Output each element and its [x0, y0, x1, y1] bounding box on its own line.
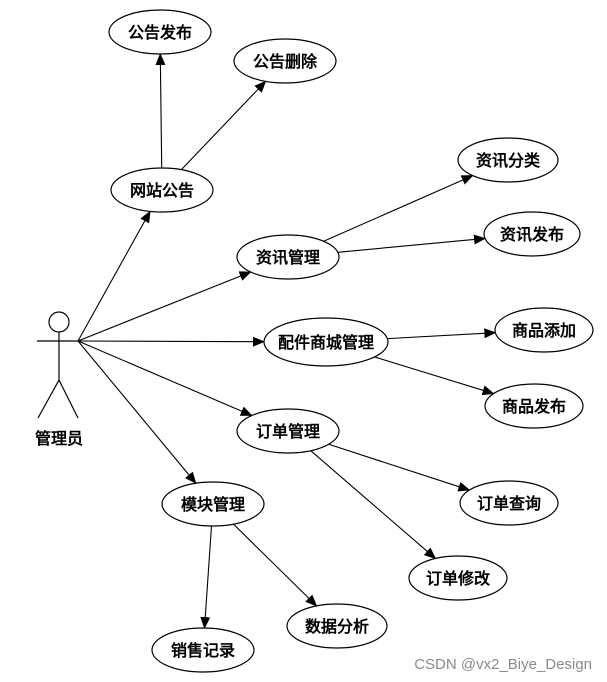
- use-case-label: 数据分析: [305, 617, 369, 636]
- arrow-news_manage-to-news_category: [323, 175, 474, 242]
- actor-label: 管理员: [35, 429, 83, 448]
- use-case-order-manage: 订单管理: [236, 408, 340, 454]
- actor-left-leg: [37, 379, 60, 419]
- use-case-order-modify: 订单修改: [408, 555, 508, 601]
- use-case-news-category: 资讯分类: [457, 137, 559, 183]
- use-case-site-announce: 网站公告: [110, 167, 214, 213]
- use-case-parts-mall: 配件商城管理: [263, 317, 389, 367]
- arrow-actor-to-site_announce: [77, 210, 151, 342]
- use-case-module-manage: 模块管理: [161, 481, 265, 527]
- use-case-ellipse: [236, 408, 340, 454]
- use-case-product-add: 商品添加: [494, 307, 594, 353]
- actor-head: [48, 311, 70, 333]
- actor: 管理员: [35, 311, 83, 448]
- arrow-site_announce-to-announce_delete: [181, 80, 267, 171]
- use-case-label: 销售记录: [171, 641, 235, 660]
- use-case-ellipse: [459, 480, 559, 526]
- arrow-order_manage-to-order_modify: [310, 450, 437, 560]
- use-case-ellipse: [494, 307, 594, 353]
- use-case-label: 公告发布: [128, 23, 192, 42]
- use-case-ellipse: [286, 603, 388, 649]
- use-case-label: 商品发布: [502, 397, 566, 416]
- use-case-label: 资讯发布: [500, 225, 564, 244]
- arrow-actor-to-order_manage: [77, 340, 253, 416]
- use-case-ellipse: [151, 627, 255, 673]
- use-case-ellipse: [457, 137, 559, 183]
- use-case-ellipse: [263, 317, 389, 367]
- arrow-module_manage-to-data_analysis: [233, 523, 318, 607]
- use-case-label: 资讯管理: [256, 248, 320, 267]
- use-case-label: 公告删除: [253, 52, 318, 71]
- arrow-actor-to-module_manage: [77, 340, 197, 485]
- use-case-ellipse: [483, 211, 581, 257]
- arrow-actor-to-news_manage: [77, 271, 252, 342]
- arrow-parts_mall-to-product_add: [387, 328, 497, 340]
- arrow-actor-to-parts_mall: [77, 336, 266, 347]
- use-case-ellipse: [233, 38, 337, 84]
- use-case-announce-delete: 公告删除: [233, 38, 337, 84]
- use-case-label: 网站公告: [130, 181, 194, 200]
- use-case-news-manage: 资讯管理: [236, 234, 340, 280]
- use-case-label: 商品添加: [512, 321, 576, 340]
- use-case-ellipse: [408, 555, 508, 601]
- use-case-ellipse: [484, 383, 584, 429]
- use-case-ellipse: [236, 234, 340, 280]
- arrow-parts_mall-to-product_publish: [374, 356, 495, 396]
- use-case-label: 资讯分类: [476, 151, 541, 170]
- use-case-label: 订单查询: [477, 494, 541, 513]
- use-case-label: 订单管理: [256, 422, 320, 441]
- arrow-news_manage-to-news_publish: [337, 234, 486, 253]
- arrow-order_manage-to-order_query: [328, 443, 471, 492]
- actor-right-leg: [58, 379, 79, 419]
- use-case-news-publish: 资讯发布: [483, 211, 581, 257]
- use-case-order-query: 订单查询: [459, 480, 559, 526]
- arrow-site_announce-to-announce_publish: [155, 52, 166, 169]
- use-case-sales-record: 销售记录: [151, 627, 255, 673]
- use-case-ellipse: [110, 167, 214, 213]
- use-case-data-analysis: 数据分析: [286, 603, 388, 649]
- use-case-ellipse: [161, 481, 265, 527]
- use-case-product-publish: 商品发布: [484, 383, 584, 429]
- use-case-label: 模块管理: [181, 495, 245, 514]
- edges-layer: [77, 52, 497, 630]
- watermark: CSDN @vx2_Biye_Design: [414, 656, 592, 673]
- use-case-label: 订单修改: [426, 569, 491, 588]
- arrow-module_manage-to-sales_record: [200, 525, 213, 630]
- use-case-label: 配件商城管理: [278, 333, 374, 352]
- use-case-ellipse: [108, 9, 212, 55]
- use-case-announce-publish: 公告发布: [108, 9, 212, 55]
